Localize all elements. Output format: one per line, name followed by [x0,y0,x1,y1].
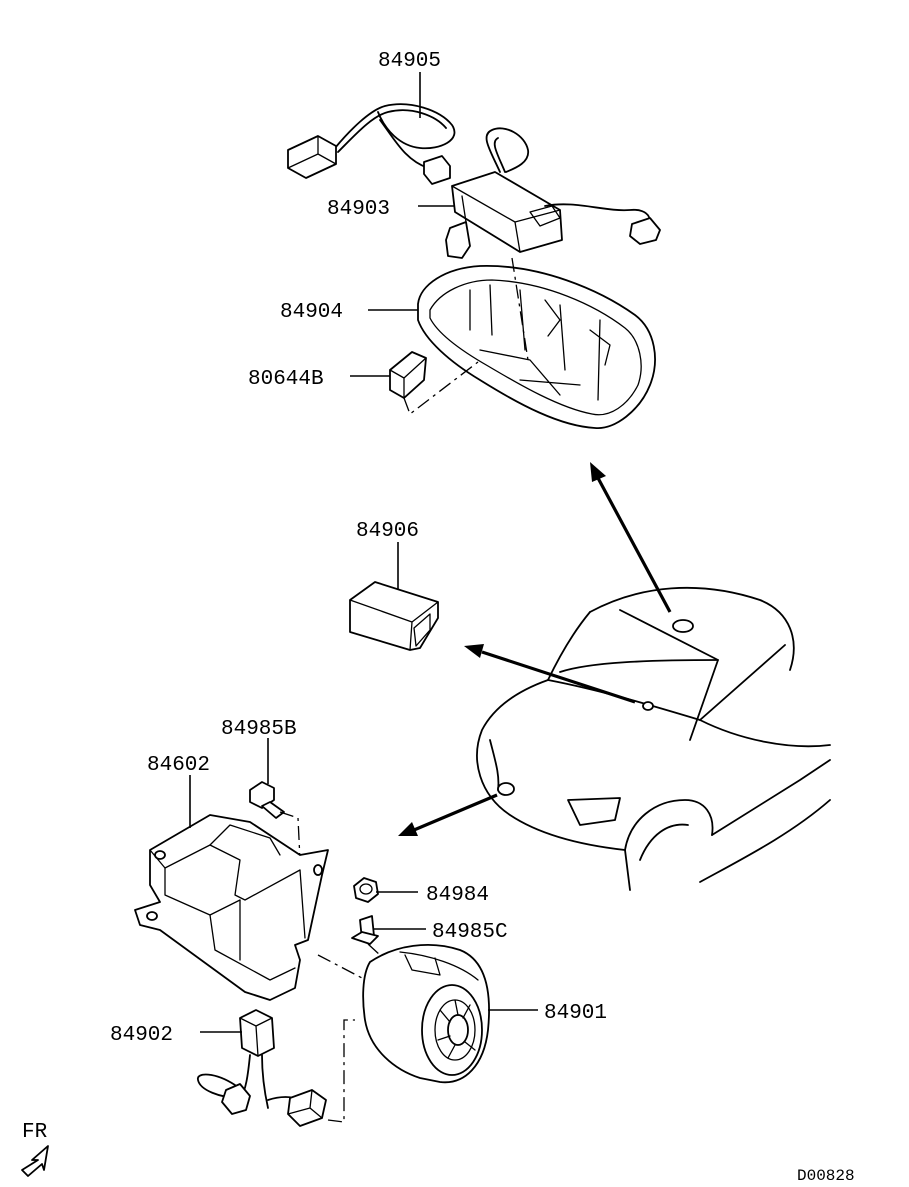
part-labels: 84905 84903 84904 80644B 84906 84985B 84… [110,50,855,1185]
label-84906: 84906 [356,520,419,543]
label-84903: 84903 [327,198,390,221]
leader-lines [189,72,538,1033]
bolt-84985B [249,781,301,861]
clip-80644B [389,351,479,416]
label-84602: 84602 [147,754,210,777]
vehicle-outline [476,586,831,891]
label-84985B: 84985B [221,718,297,741]
front-direction-indicator: FR [21,1121,49,1177]
housing-84904 [417,257,656,429]
nut-84984 [353,877,379,903]
fr-label: FR [22,1121,48,1144]
label-80644B: 80644B [248,368,324,391]
bracket-84602 [134,814,363,1001]
label-84985C: 84985C [432,921,508,944]
label-84901: 84901 [544,1002,607,1025]
module-84903 [445,127,661,259]
harness-84902 [197,1009,355,1127]
label-84905: 84905 [378,50,441,73]
siren-84901 [362,944,490,1084]
location-arrows [398,462,672,836]
harness-84905 [287,103,456,185]
label-84902: 84902 [110,1024,173,1047]
screw-84985C [351,915,381,956]
relay-84906 [349,581,439,651]
label-84904: 84904 [280,301,343,324]
diagram-code: D00828 [797,1167,855,1185]
label-84984: 84984 [426,884,489,907]
